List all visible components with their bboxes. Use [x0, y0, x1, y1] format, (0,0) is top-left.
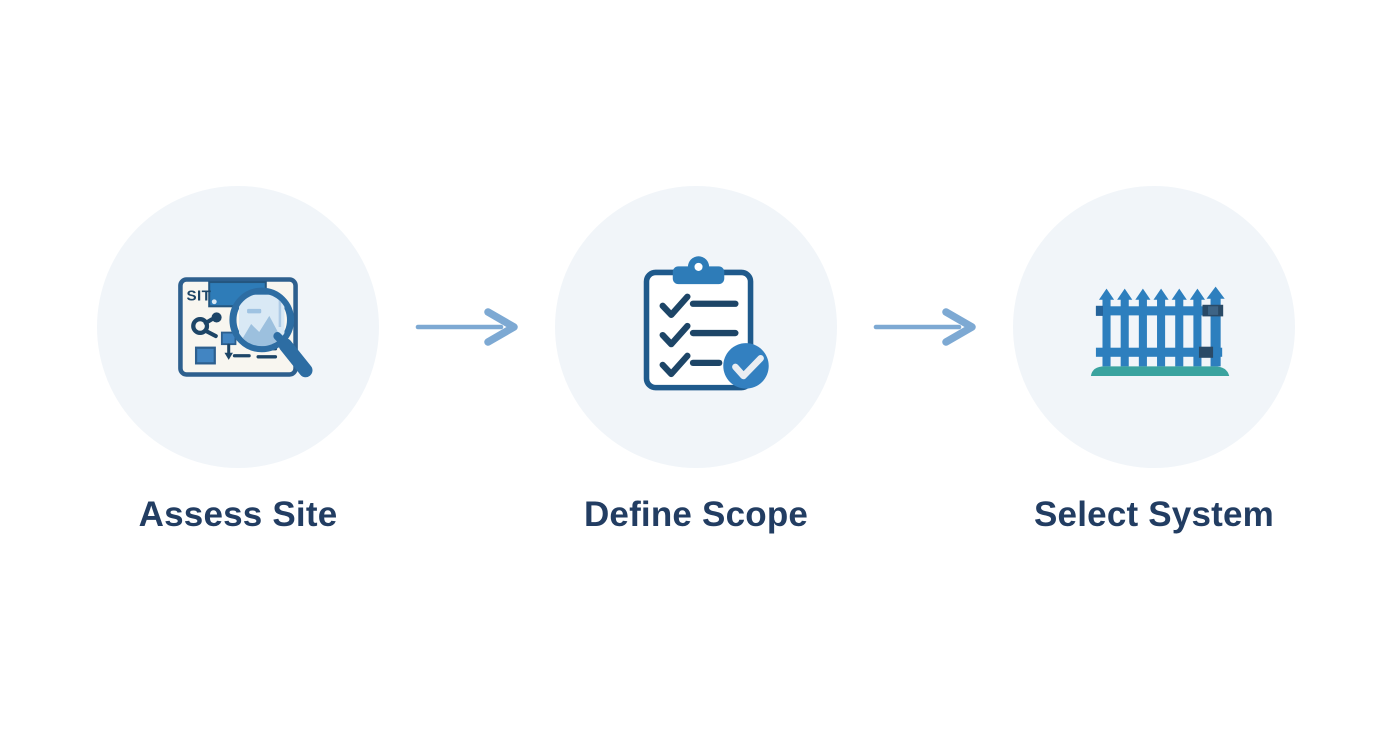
step-select-system: Select System: [1013, 186, 1295, 535]
magnifier-icon: [229, 287, 313, 378]
map-label-text: SIT: [186, 288, 211, 305]
fence-latch-bottom: [1198, 346, 1214, 358]
checklist-row-2: [659, 322, 739, 348]
picket-fence-icon: [1090, 286, 1230, 376]
magnifier-handle: [278, 338, 313, 378]
flow-row: SIT: [97, 186, 1295, 535]
checklist-clipboard-icon: [643, 256, 769, 391]
step-label-define-scope: Define Scope: [583, 495, 809, 534]
site-assessment-map-magnifier-icon: SIT: [178, 277, 313, 378]
rail-end-cap: [1095, 305, 1103, 316]
lens-mountain-photo: [238, 315, 286, 347]
check-badge: [723, 343, 769, 389]
plot-square-large: [194, 346, 216, 365]
fence-rail-bottom: [1095, 347, 1223, 357]
fence-rail-top: [1095, 306, 1223, 316]
step-assess-site: SIT: [97, 186, 379, 535]
checklist-row-1: [659, 293, 739, 319]
checklist-row-3: [659, 352, 723, 378]
arrow-right-icon: [873, 308, 976, 346]
step-define-scope-circle: [555, 186, 837, 468]
survey-node-glyph: [191, 312, 222, 339]
down-arrow-marker: [224, 352, 233, 360]
ground-mound: [1090, 366, 1230, 376]
arrow-right-icon: [415, 308, 518, 346]
clipboard-clip: [672, 256, 725, 285]
step-label-select-system: Select System: [1034, 495, 1274, 534]
step-select-system-circle: [1013, 186, 1295, 468]
step-define-scope: Define Scope: [555, 186, 837, 535]
step-label-assess-site: Assess Site: [138, 495, 338, 534]
step-assess-site-circle: SIT: [97, 186, 379, 468]
